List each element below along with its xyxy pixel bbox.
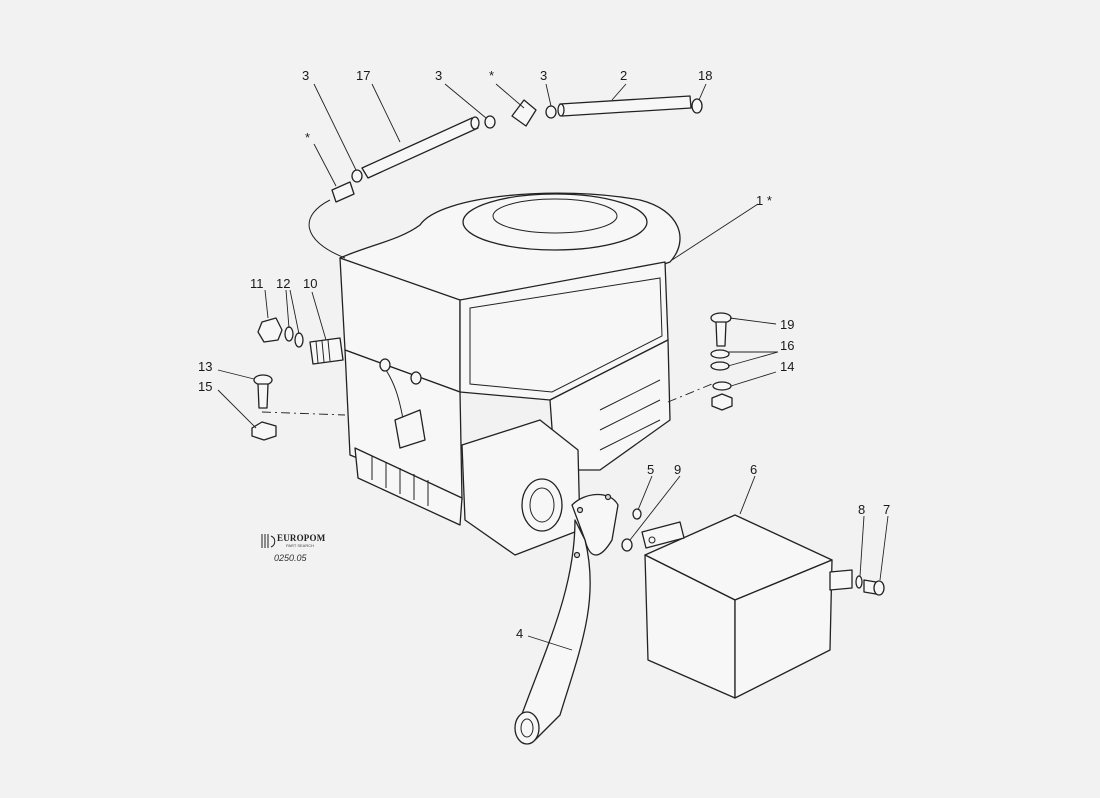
- hose-clamp: [484, 115, 496, 129]
- fuel-filter: [511, 99, 537, 127]
- engine-crankcase: [354, 447, 463, 526]
- washer-16: [710, 361, 730, 371]
- callout-label: 4: [516, 626, 523, 641]
- washer-8: [855, 575, 863, 589]
- bolt-19: [710, 312, 732, 347]
- callout-label: 14: [780, 359, 794, 374]
- muffler-6: [641, 514, 853, 699]
- callout-label: 3: [302, 68, 309, 83]
- callout-label: 13: [198, 359, 212, 374]
- hose-clamp: [351, 169, 363, 183]
- fuel-hose-17: [361, 116, 480, 179]
- drawing-code: 0250.05: [274, 553, 308, 563]
- callout-label: *: [489, 68, 494, 83]
- logo-name: EUROPOM: [277, 533, 326, 543]
- washer-12: [284, 326, 294, 342]
- europom-mark-icon: [261, 534, 276, 548]
- bolt-7: [863, 579, 885, 596]
- callout-label: 12: [276, 276, 290, 291]
- bolt-13: [253, 374, 273, 409]
- callout-label: 11: [250, 276, 264, 291]
- callout-label: 10: [303, 276, 317, 291]
- washer-12: [294, 332, 304, 348]
- callout-label: 5: [647, 462, 654, 477]
- callout-label: 3: [540, 68, 547, 83]
- callout-label: 9: [674, 462, 681, 477]
- nut-14: [711, 393, 733, 411]
- callout-label: *: [305, 130, 310, 145]
- callout-label: 15: [198, 379, 212, 394]
- callout-label: 18: [698, 68, 712, 83]
- fuel-fitting: [331, 181, 355, 203]
- flange-nut-15: [251, 421, 277, 441]
- callout-label: 2: [620, 68, 627, 83]
- europom-logo: EUROPOM PART SEARCH 0250.05: [261, 533, 326, 563]
- callout-label: 3: [435, 68, 442, 83]
- callout-label: 19: [780, 317, 794, 332]
- callout-label: 16: [780, 338, 794, 353]
- air-cleaner-dome: [462, 193, 648, 251]
- hose-clamp: [545, 105, 557, 119]
- nut-11: [257, 317, 283, 343]
- logo-subtitle: PART SEARCH: [286, 543, 314, 548]
- stud-10: [309, 337, 344, 365]
- muffler-mount-plate: [461, 419, 581, 556]
- fuel-hose-2: [557, 95, 692, 117]
- lock-washer-5: [632, 508, 642, 520]
- callout-label: 6: [750, 462, 757, 477]
- callout-labels: 3 17 3 * 3 2 18 * 1 * 11 12 10 13 15 19 …: [198, 68, 890, 641]
- exhaust-pipe-4: [514, 493, 619, 745]
- callout-label: 1 *: [756, 193, 772, 208]
- engine-assembly: [308, 192, 681, 556]
- washer-9: [621, 538, 633, 552]
- callout-label: 8: [858, 502, 865, 517]
- callout-label: 17: [356, 68, 370, 83]
- washer-14: [712, 381, 732, 391]
- washer-16: [710, 349, 730, 359]
- callout-label: 7: [883, 502, 890, 517]
- hose-clamp-18: [691, 98, 703, 114]
- leader-lines: [217, 83, 889, 651]
